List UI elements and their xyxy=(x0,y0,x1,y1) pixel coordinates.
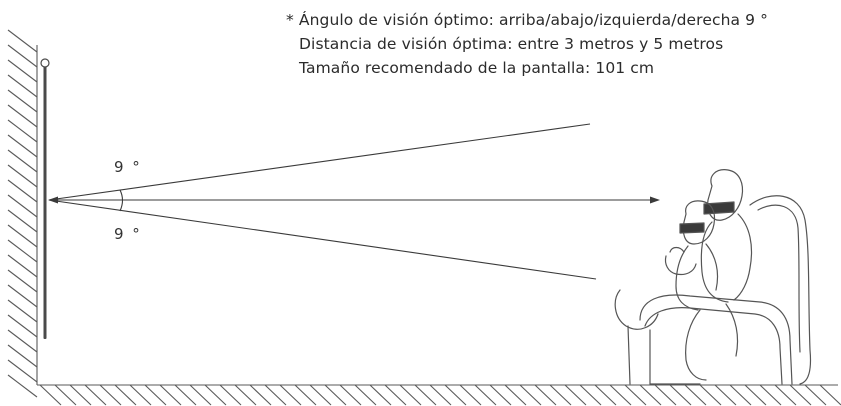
floor-hatch-line xyxy=(714,384,737,406)
arrow-right-head xyxy=(650,196,660,204)
wall-hatch-line xyxy=(7,239,38,263)
floor-hatch-line xyxy=(639,384,662,406)
floor-hatch-line xyxy=(129,384,152,406)
floor-hatch-line xyxy=(624,384,647,406)
floor-hatch-line xyxy=(159,384,182,406)
floor-hatch-line xyxy=(174,384,197,406)
floor-hatch-line xyxy=(804,384,827,406)
floor-hatch-line xyxy=(189,384,212,406)
floor-hatch-line xyxy=(534,384,557,406)
floor-hatch-line xyxy=(144,384,167,406)
wall-hatch-line xyxy=(7,89,38,113)
floor-hatch-line xyxy=(669,384,692,406)
floor-hatch-line xyxy=(609,384,632,406)
floor-hatch-line xyxy=(324,384,347,406)
floor-hatch-line xyxy=(54,384,77,406)
floor-hatch-line xyxy=(264,384,287,406)
wall-hatch-line xyxy=(7,119,38,143)
wall-hatch-line xyxy=(7,329,38,353)
floor-hatch-line xyxy=(234,384,257,406)
arrow-left-head xyxy=(48,196,58,204)
floor-hatch-line xyxy=(84,384,107,406)
wall-hatch-line xyxy=(7,149,38,173)
floor-hatch-line xyxy=(369,384,392,406)
wall-hatch-line xyxy=(7,314,38,338)
wall-hatch-line xyxy=(7,164,38,188)
wall-hatch-line xyxy=(7,44,38,68)
floor-hatch-line xyxy=(39,384,62,406)
floor-hatch-line xyxy=(459,384,482,406)
floor-hatch-line xyxy=(204,384,227,406)
floor-hatch-line xyxy=(474,384,497,406)
floor-hatch-line xyxy=(384,384,407,406)
angle-label-upper: 9 ° xyxy=(114,158,142,176)
upper-angle-line xyxy=(48,123,591,201)
floor-hatch-line xyxy=(819,384,841,406)
wall-hatch-line xyxy=(7,269,38,293)
floor-hatch-line xyxy=(654,384,677,406)
wall-hatch-line xyxy=(7,74,38,98)
arrow-heads xyxy=(48,196,660,204)
wall-hatch-line xyxy=(7,254,38,278)
floor-hatch-line xyxy=(684,384,707,406)
floor-hatch-line xyxy=(279,384,302,406)
angle-label-lower: 9 ° xyxy=(114,225,142,243)
tv-icon xyxy=(40,58,50,339)
floor-hatch-line xyxy=(519,384,542,406)
floor-hatch-line xyxy=(339,384,362,406)
floor-hatch-line xyxy=(114,384,137,406)
wall-hatch-line xyxy=(7,374,38,398)
note-optimal-distance: Distancia de visión óptima: entre 3 metr… xyxy=(299,35,724,53)
wall-hatching xyxy=(7,29,38,398)
floor-hatch-line xyxy=(699,384,722,406)
floor-hatch-line xyxy=(294,384,317,406)
floor-hatch-line xyxy=(489,384,512,406)
floor-hatch-line xyxy=(774,384,797,406)
angle-arc xyxy=(119,189,124,212)
viewing-angle-lines xyxy=(48,123,652,280)
floor-hatch-line xyxy=(549,384,572,406)
floor-hatch-line xyxy=(414,384,437,406)
floor-hatch-line xyxy=(789,384,812,406)
floor-hatch-line xyxy=(69,384,92,406)
lower-angle-line xyxy=(48,199,597,280)
wall-hatch-line xyxy=(7,194,38,218)
note-optimal-angle: * Ángulo de visión óptimo: arriba/abajo/… xyxy=(286,11,768,29)
wall-hatch-line xyxy=(7,59,38,83)
floor-hatch-line xyxy=(309,384,332,406)
floor-hatch-line xyxy=(504,384,527,406)
floor-hatch-line xyxy=(354,384,377,406)
floor-hatch-line xyxy=(759,384,782,406)
floor-hatch-line xyxy=(444,384,467,406)
floor-hatch-line xyxy=(729,384,752,406)
wall-hatch-line xyxy=(7,344,38,368)
wall-hatch-line xyxy=(7,224,38,248)
floor-hatch-line xyxy=(564,384,587,406)
floor-hatch-line xyxy=(744,384,767,406)
floor-hatch-line xyxy=(579,384,602,406)
wall-hatch-line xyxy=(7,209,38,233)
wall-hatch-line xyxy=(7,134,38,158)
wall-hatch-line xyxy=(7,179,38,203)
floor-hatch-line xyxy=(219,384,242,406)
floor-hatch-line xyxy=(594,384,617,406)
viewers-illustration xyxy=(614,169,812,385)
wall-hatch-line xyxy=(7,284,38,308)
note-screen-size: Tamaño recomendado de la pantalla: 101 c… xyxy=(299,59,655,77)
floor-hatch-line xyxy=(99,384,122,406)
floor-hatch-line xyxy=(249,384,272,406)
wall-hatch-line xyxy=(7,29,38,53)
wall-hatch-line xyxy=(7,104,38,128)
floor-hatch-line xyxy=(429,384,452,406)
floor-hatch-line xyxy=(399,384,422,406)
wall-hatch-line xyxy=(7,299,38,323)
floor-hatching xyxy=(37,384,841,406)
wall-hatch-line xyxy=(7,359,38,383)
viewing-notes: * Ángulo de visión óptimo: arriba/abajo/… xyxy=(286,8,836,80)
